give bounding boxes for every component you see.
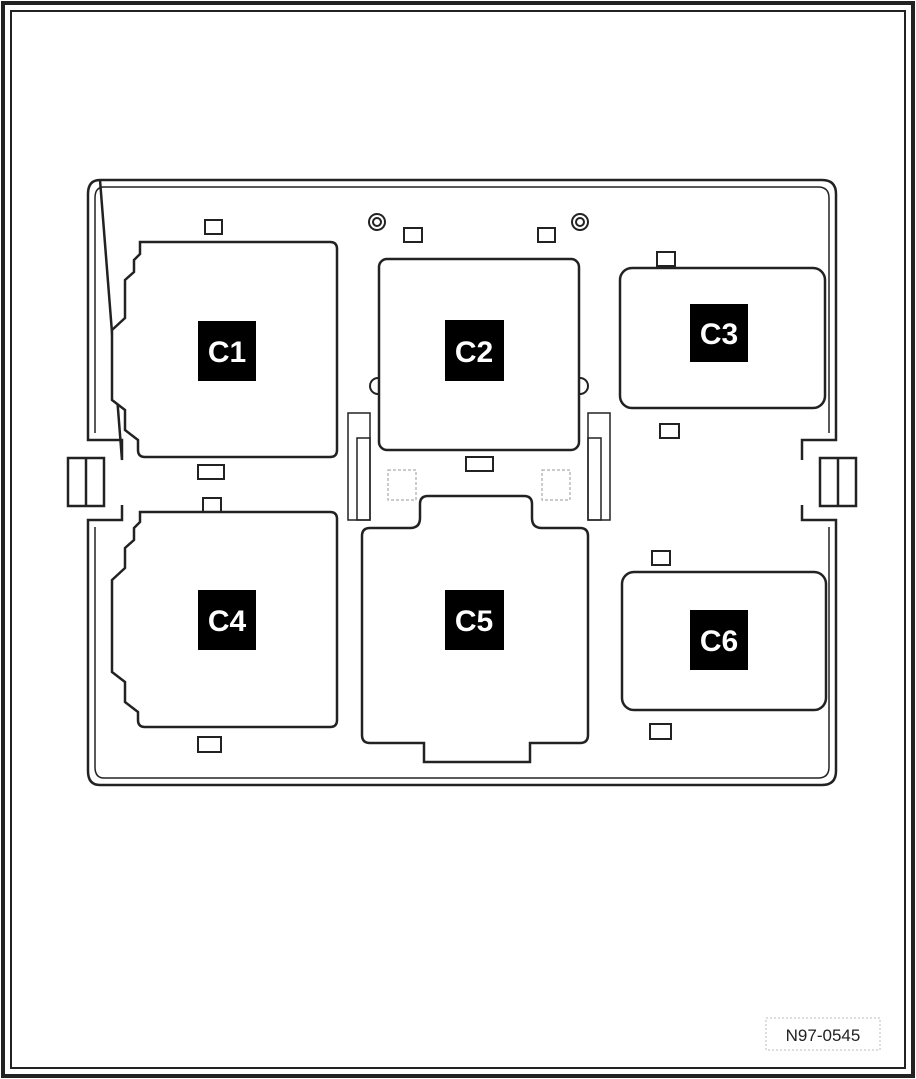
- panel-housing: [66, 178, 858, 787]
- connector-label-box: [445, 590, 504, 650]
- connector-c2: C2: [377, 257, 581, 452]
- connector-label: C4: [208, 605, 247, 638]
- connector-label: C3: [700, 318, 738, 351]
- connector-label: C1: [208, 336, 246, 369]
- connector-c1: C1: [110, 240, 339, 459]
- connector-c3: C3: [618, 266, 827, 410]
- connector-label: C5: [455, 605, 493, 638]
- reference-code: N97-0545: [786, 1026, 861, 1045]
- connector-label-box: [690, 304, 748, 362]
- connector-c4: C4: [110, 510, 339, 729]
- connector-label-box: [690, 610, 748, 670]
- inner-frame: [10, 10, 906, 1069]
- connector-c5: C5: [360, 494, 590, 764]
- connector-label-box: [198, 590, 256, 650]
- connector-label: C2: [455, 336, 493, 369]
- connector-label-box: [445, 320, 504, 381]
- connector-c6: C6: [620, 570, 828, 712]
- reference-code-box: [765, 1017, 881, 1051]
- tabs: [197, 213, 680, 753]
- connector-label-box: [198, 321, 256, 381]
- connector-label: C6: [700, 625, 738, 658]
